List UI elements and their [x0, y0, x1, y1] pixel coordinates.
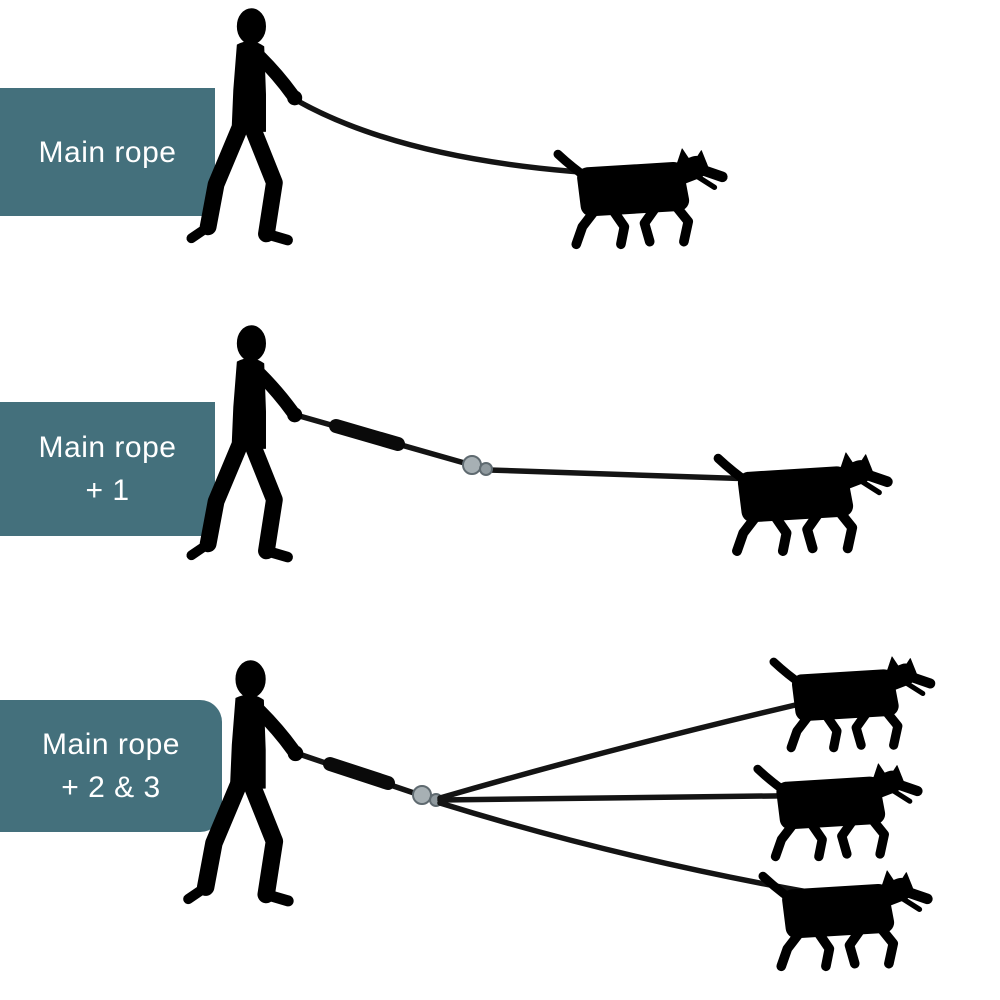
label-box-main-rope-plus-2-3: Main rope + 2 & 3 — [0, 700, 222, 832]
person-silhouette — [188, 661, 303, 901]
row-main-rope — [191, 9, 722, 245]
bungee-segment — [323, 757, 395, 790]
person-silhouette — [191, 9, 301, 240]
dog-silhouette-1 — [774, 657, 931, 748]
row-main-rope-plus-1 — [191, 326, 887, 557]
bungee-segment — [329, 419, 405, 451]
label-text: Main rope — [38, 431, 177, 464]
label-text: Main rope — [38, 135, 177, 169]
person-silhouette — [191, 326, 301, 557]
label-text-line2: + 1 — [85, 474, 130, 507]
dog-silhouette-2 — [758, 764, 918, 857]
dog-silhouette — [718, 453, 887, 551]
swivel-connector-icon — [412, 785, 432, 805]
label-text-line2: + 2 & 3 — [61, 771, 161, 804]
label-box-main-rope: Main rope — [0, 88, 215, 216]
dog-silhouette-3 — [763, 871, 928, 966]
leash-line — [293, 97, 663, 179]
swivel-connector-icon — [462, 455, 482, 475]
swivel-connector-icon — [479, 462, 493, 476]
dog-silhouette — [558, 149, 723, 244]
label-box-main-rope-plus-1: Main rope + 1 — [0, 402, 215, 536]
row-main-rope-plus-2-3 — [188, 657, 930, 966]
label-text: Main rope — [42, 728, 180, 761]
